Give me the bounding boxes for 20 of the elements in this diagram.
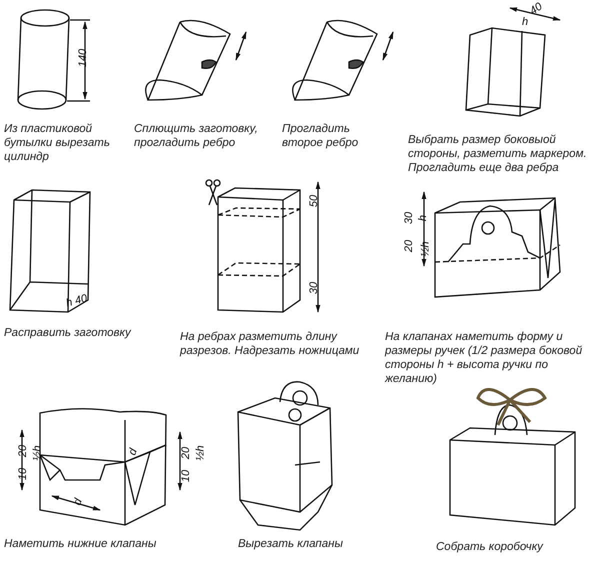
step-caption: Из пластиковой бутылки вырезать цилиндр [4, 122, 111, 164]
dimension-label: ½h [194, 445, 207, 461]
dimension-label: 20 [180, 446, 192, 460]
dimension-label: 30 [403, 212, 416, 224]
dimension-label: 10 [180, 470, 192, 482]
step-caption: Наметить нижние клапаны [4, 537, 158, 551]
dimension-label: d [126, 447, 140, 457]
step-caption: Собрать коробочку [436, 540, 544, 554]
dimension-label: 50 [308, 194, 320, 208]
dimension-label: 20 [403, 240, 416, 252]
step-caption: Вырезать клапаны [238, 537, 344, 551]
step-caption: На ребрах разметить длину разрезов. Надрезать ножницами [180, 330, 360, 358]
dimension-label: 40 [528, 0, 545, 18]
step-caption: Расправить заготовку [4, 326, 132, 340]
step-caption: Сплющить заготовку, прогладить ребро [134, 122, 259, 150]
step-caption: Прогладить второе ребро [282, 122, 360, 150]
dimension-label: h [522, 16, 528, 28]
dimension-label: 30 [308, 282, 320, 294]
step-caption: Выбрать размер боковыой стороны, разметить маркером. Прогладить еще два ребра [408, 133, 588, 175]
step-caption: На клапанах наметить форму и размеры ручек (1/2 размера боковой стороны h + высота ручки по желанию) [385, 330, 584, 386]
